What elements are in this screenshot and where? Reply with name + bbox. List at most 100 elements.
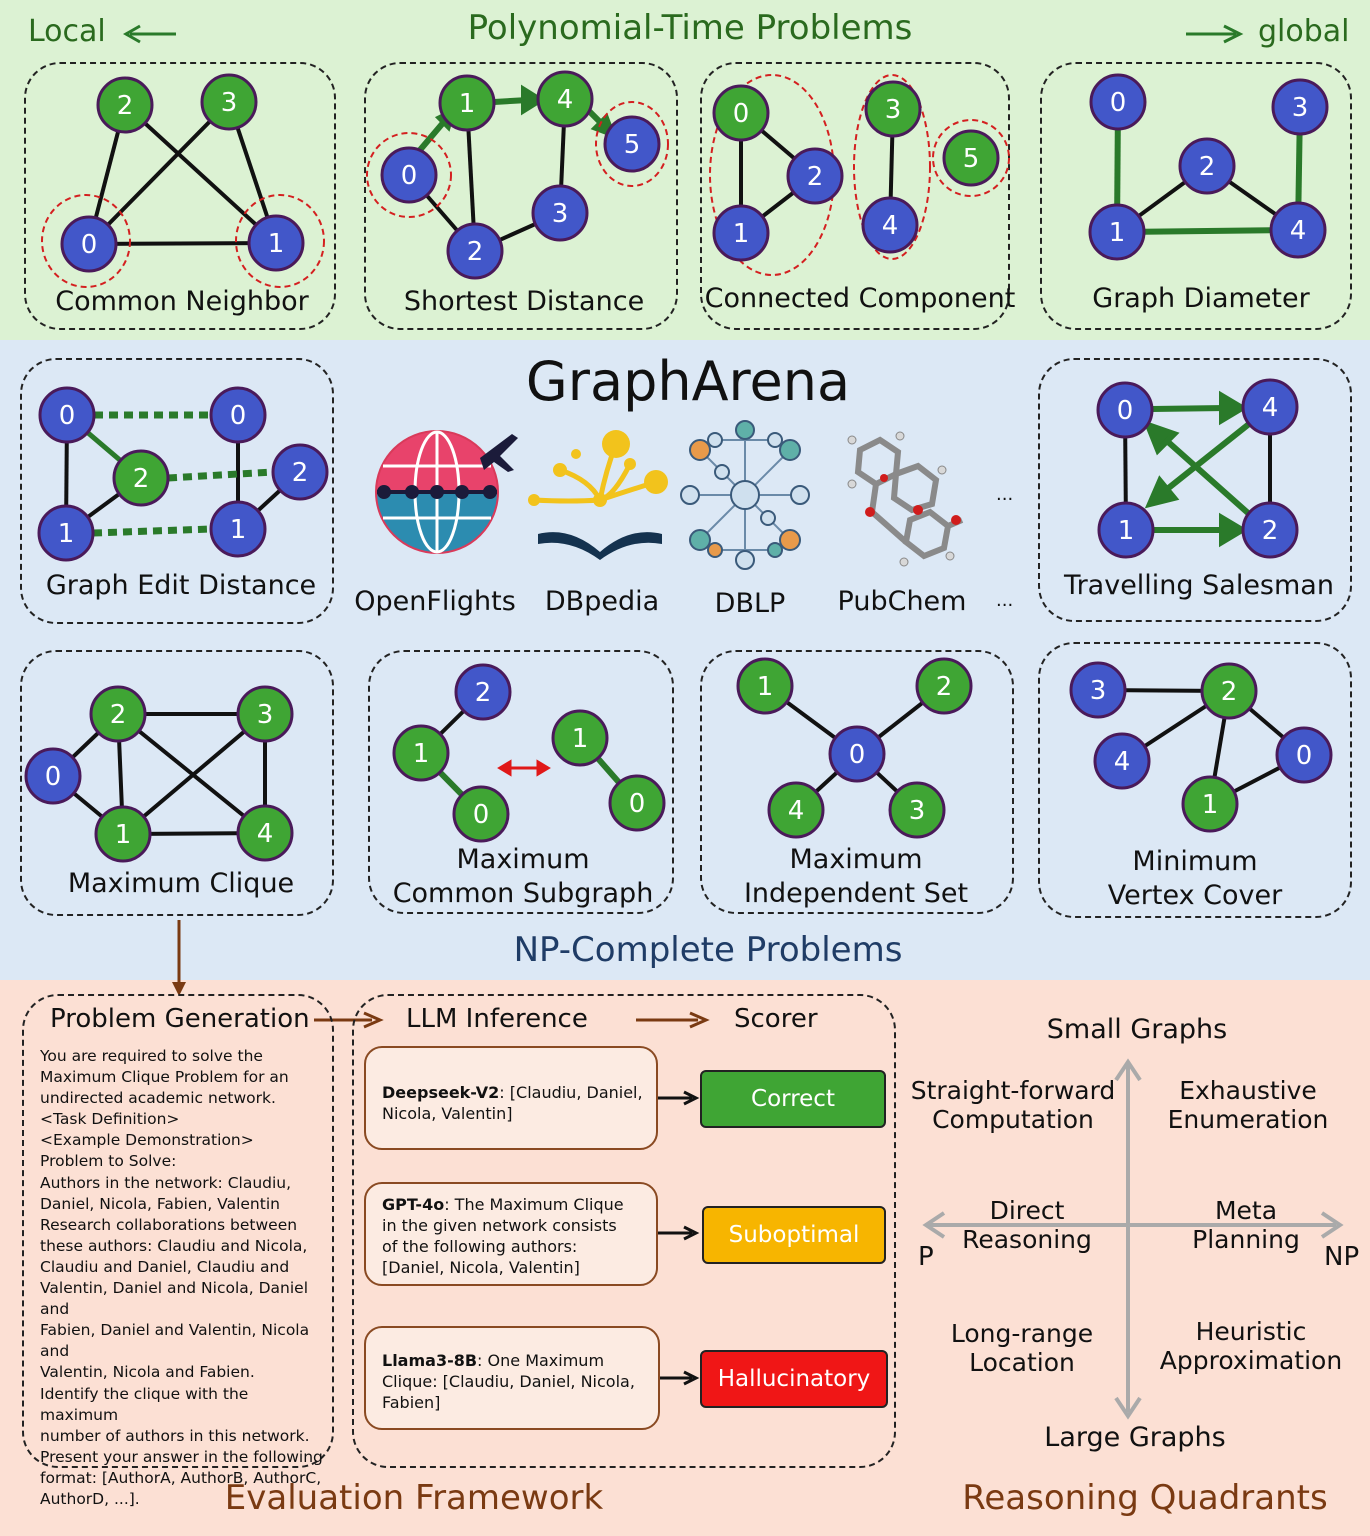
np-band (0, 340, 1370, 980)
reasoning-quadrants-title: Reasoning Quadrants (962, 1478, 1328, 1518)
svg-text:1: 1 (58, 519, 75, 549)
svg-text:2: 2 (467, 237, 484, 267)
svg-text:3: 3 (1090, 676, 1107, 706)
panel-shortest-distance (364, 62, 678, 330)
source-pubchem: PubChem (837, 586, 967, 617)
panel-max-common-subgraph (368, 650, 674, 914)
svg-text:3: 3 (909, 796, 926, 826)
panel-connected-component (700, 62, 1010, 330)
prompt-line: Valentin, Nicola and Fabien. (40, 1363, 255, 1382)
verdict-hallucinatory: Hallucinatory (700, 1350, 888, 1408)
quadrant-mid-right-2: Planning (1192, 1225, 1300, 1254)
dblp-logo (680, 420, 810, 570)
svg-text:0: 0 (81, 230, 98, 260)
prompt-line: <Example Demonstration> (40, 1131, 254, 1150)
prompt-line: Identify the clique with the maximum (40, 1384, 249, 1424)
svg-text:2: 2 (1221, 677, 1238, 707)
panel-problem-generation (22, 994, 334, 1468)
svg-text:4: 4 (1290, 216, 1307, 246)
svg-text:2: 2 (1262, 516, 1279, 546)
task-mvc-line2: Vertex Cover (1107, 880, 1283, 911)
np-graphs: 0 2 1 0 2 1 0 4 1 2 (24, 378, 1333, 863)
scorer-title: Scorer (734, 1004, 818, 1034)
svg-text:4: 4 (257, 819, 274, 849)
openflights-logo (375, 430, 518, 554)
source-openflights: OpenFlights (354, 586, 516, 617)
prompt-line: Valentin, Daniel and Nicola, Daniel and (40, 1279, 309, 1319)
source-dblp: DBLP (714, 588, 786, 619)
svg-text:1: 1 (1118, 516, 1135, 546)
panel-max-independent-set (700, 650, 1014, 914)
prompt-line: Authors in the network: Claudiu, (40, 1173, 292, 1192)
panel-inference-scoring (352, 994, 896, 1468)
node-0 (60, 215, 118, 273)
svg-text:1: 1 (1202, 790, 1219, 820)
node-2 (446, 222, 504, 280)
prompt-line: Present your answer in the following (40, 1447, 323, 1466)
source-dbpedia: DBpedia (544, 586, 660, 617)
axis-p: P (918, 1242, 934, 1272)
highlight-ring (235, 194, 325, 288)
node-3 (200, 73, 258, 131)
prompt-line: Daniel, Nicola, Fabien, Valentin (40, 1194, 280, 1213)
svg-text:0: 0 (230, 401, 247, 431)
prompt-line: Claudiu and Daniel, Claudiu and (40, 1257, 290, 1276)
node-1 (247, 214, 305, 272)
svg-text:2: 2 (117, 91, 134, 121)
svg-text:1: 1 (413, 739, 430, 769)
prompt-line: Research collaborations between (40, 1215, 298, 1234)
task-graph-diameter: Graph Diameter (1092, 283, 1310, 314)
prompt-line: undirected academic network. (40, 1089, 276, 1108)
quadrant-top-right-2: Enumeration (1167, 1105, 1329, 1134)
right-arrow-icon (1186, 24, 1244, 44)
svg-text:4: 4 (1262, 393, 1279, 423)
source-ellipsis-top: ... (996, 484, 1014, 505)
task-shortest-distance: Shortest Distance (403, 286, 645, 317)
task-maximum-clique: Maximum Clique (67, 868, 295, 899)
svg-text:2: 2 (936, 672, 953, 702)
task-connected-component: Connected Component (704, 283, 1016, 314)
quadrant-top-left-2: Computation (932, 1105, 1094, 1134)
quadrant-mid-right-1: Meta (1214, 1196, 1278, 1225)
svg-text:0: 0 (1110, 88, 1127, 118)
svg-text:1: 1 (1109, 218, 1126, 248)
prompt-line: number of authors in this network. (40, 1426, 310, 1445)
response-gpt4o: GPT-4o: The Maximum Clique in the given … (364, 1182, 658, 1286)
node-2 (96, 76, 154, 134)
quadrant-mid-left-1: Direct (989, 1196, 1065, 1225)
polynomial-title: Polynomial-Time Problems (467, 8, 913, 48)
quadrant-bottom-right-1: Heuristic (1195, 1317, 1307, 1346)
panel-graph-edit-distance (20, 358, 334, 624)
prompt-line: Fabien, Daniel and Valentin, Nicola and (40, 1321, 310, 1361)
svg-text:1: 1 (268, 229, 285, 259)
svg-text:0: 0 (45, 762, 62, 792)
response-deepseek: Deepseek-V2: [Claudiu, Daniel, Nicola, V… (364, 1046, 658, 1150)
evaluation-band (0, 980, 1370, 1536)
problem-generation-title: Problem Generation (50, 1004, 310, 1034)
svg-text:1: 1 (115, 820, 132, 850)
quadrant-top-right-1: Exhaustive (1179, 1076, 1317, 1105)
prompt-line: these authors: Claudiu and Nicola, (40, 1236, 308, 1255)
panel-common-neighbor (24, 62, 336, 330)
prompt-line: Maximum Clique Problem for an (40, 1068, 289, 1087)
llm-inference-title: LLM Inference (406, 1004, 588, 1034)
quadrant-bottom-left-2: Location (969, 1348, 1075, 1377)
edge (123, 103, 278, 245)
svg-text:5: 5 (963, 144, 980, 174)
svg-text:0: 0 (1117, 396, 1134, 426)
panel-maximum-clique (20, 650, 334, 916)
prompt-line: Problem to Solve: (40, 1152, 177, 1171)
svg-text:2: 2 (807, 162, 824, 192)
prompt-line: <Task Definition> (40, 1110, 180, 1129)
svg-text:2: 2 (133, 464, 150, 494)
svg-text:1: 1 (733, 219, 750, 249)
svg-text:3: 3 (1292, 93, 1309, 123)
svg-text:5: 5 (624, 130, 641, 160)
prompt-line: You are required to solve the (40, 1047, 263, 1065)
node-1 (438, 74, 496, 132)
task-mcs-line2: Common Subgraph (392, 878, 654, 909)
model-name: Llama3-8B (382, 1351, 478, 1370)
panel-min-vertex-cover (1038, 642, 1352, 918)
